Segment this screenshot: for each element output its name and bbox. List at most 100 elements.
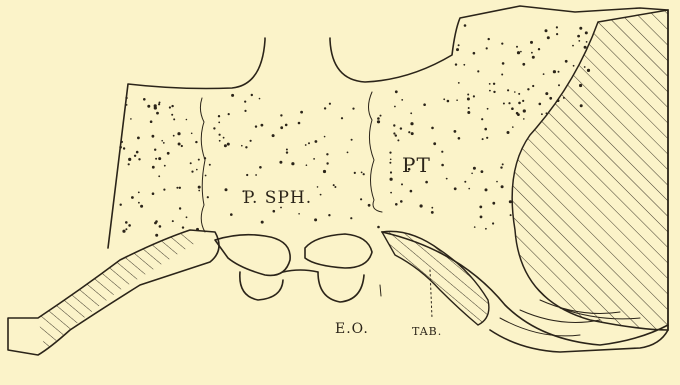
stipple-dot — [565, 60, 568, 63]
stipple-dot — [377, 226, 380, 229]
stipple-dot — [408, 131, 410, 133]
stipple-dot — [291, 162, 294, 165]
stipple-dot — [152, 192, 155, 195]
stipple-dot — [171, 105, 173, 107]
pterygoid-hatched — [512, 10, 668, 330]
stipple-dot — [389, 152, 391, 154]
stipple-dot — [579, 84, 582, 87]
stipple-dot — [425, 181, 428, 184]
stipple-dot — [198, 159, 200, 161]
stipple-dot — [255, 174, 257, 176]
stipple-dot — [350, 217, 352, 219]
stipple-dot — [467, 94, 469, 96]
stipple-dot — [514, 91, 516, 93]
stipple-dot — [250, 140, 252, 142]
stipple-dot — [119, 146, 122, 149]
stipple-dot — [125, 97, 127, 99]
stipple-dot — [298, 122, 301, 125]
stipple-dot — [578, 40, 580, 42]
stipple-dot — [507, 131, 510, 134]
stipple-dot — [441, 164, 444, 167]
stipple-dot — [489, 83, 491, 85]
stipple-dot — [138, 192, 140, 194]
stipple-dot — [241, 145, 243, 147]
stipple-dot — [579, 27, 582, 30]
stipple-dot — [152, 166, 155, 169]
stipple-dot — [182, 226, 184, 228]
stipple-dot — [584, 66, 586, 68]
stipple-dot — [179, 187, 181, 189]
stipple-dot — [313, 158, 315, 160]
stipple-dot — [523, 118, 525, 120]
stipple-dot — [464, 24, 467, 27]
stipple-dot — [493, 83, 495, 85]
stipple-dot — [261, 221, 264, 224]
stipple-dot — [410, 122, 413, 125]
stipple-dot — [516, 46, 518, 48]
stipple-dot — [306, 164, 308, 166]
stipple-dot — [501, 185, 504, 188]
stipple-dot — [147, 105, 150, 108]
stipple-dot — [454, 187, 457, 190]
stipple-dot — [400, 200, 403, 203]
stipple-dot — [326, 162, 328, 164]
stipple-dot — [518, 93, 520, 95]
stipple-dot — [261, 124, 264, 127]
stipple-dot — [447, 100, 450, 103]
stipple-dot — [341, 117, 343, 119]
stipple-dot — [324, 107, 326, 109]
stipple-dot — [557, 99, 560, 102]
stipple-dot — [227, 143, 230, 146]
stipple-dot — [397, 139, 399, 141]
stipple-dot — [545, 92, 548, 95]
stipple-dot — [173, 118, 175, 120]
stipple-dot — [154, 104, 157, 107]
stipple-dot — [207, 196, 209, 198]
eo-pointer — [380, 285, 381, 296]
stipple-dot — [158, 103, 160, 105]
stipple-dot — [205, 175, 207, 177]
stipple-dot — [516, 112, 519, 115]
stipple-dot — [473, 52, 476, 55]
stipple-dot — [489, 90, 491, 92]
stipple-dot — [360, 198, 362, 200]
stipple-dot — [473, 167, 476, 170]
stipple-dot — [150, 120, 153, 123]
stipple-dot — [520, 51, 522, 53]
stipple-dot — [191, 171, 193, 173]
stipple-dot — [285, 124, 288, 127]
stipple-dot — [390, 178, 393, 181]
stipple-dot — [501, 74, 503, 76]
stipple-dot — [532, 56, 535, 59]
stipple-dot — [547, 36, 550, 39]
stipple-dot — [298, 213, 300, 215]
stipple-dot — [169, 106, 171, 108]
stipple-dot — [329, 103, 331, 105]
stipple-dot — [401, 183, 403, 185]
stipple-dot — [347, 152, 349, 154]
stipple-dot — [393, 132, 395, 134]
stipple-dot — [154, 222, 157, 225]
stipple-dot — [219, 140, 221, 142]
stipple-dot — [518, 102, 521, 105]
stipple-dot — [563, 97, 565, 99]
stipple-dot — [195, 141, 197, 143]
label-eo: E.O. — [335, 321, 369, 337]
stipple-dot — [487, 108, 489, 110]
stipple-dot — [196, 169, 198, 171]
stipple-dot — [230, 213, 233, 216]
stipple-dot — [131, 196, 134, 199]
stipple-dot — [431, 211, 434, 214]
stipple-dot — [128, 163, 130, 165]
stipple-dot — [244, 110, 246, 112]
stipple-dot — [280, 126, 283, 129]
stipple-dot — [585, 31, 588, 34]
stipple-dot — [259, 166, 262, 169]
stipple-dot — [128, 158, 131, 161]
stipple-dot — [138, 158, 140, 160]
stipple-dot — [328, 214, 330, 216]
stipple-dot — [400, 127, 402, 129]
stipple-dot — [393, 124, 395, 126]
stipple-dot — [140, 205, 143, 208]
stipple-dot — [456, 99, 458, 101]
